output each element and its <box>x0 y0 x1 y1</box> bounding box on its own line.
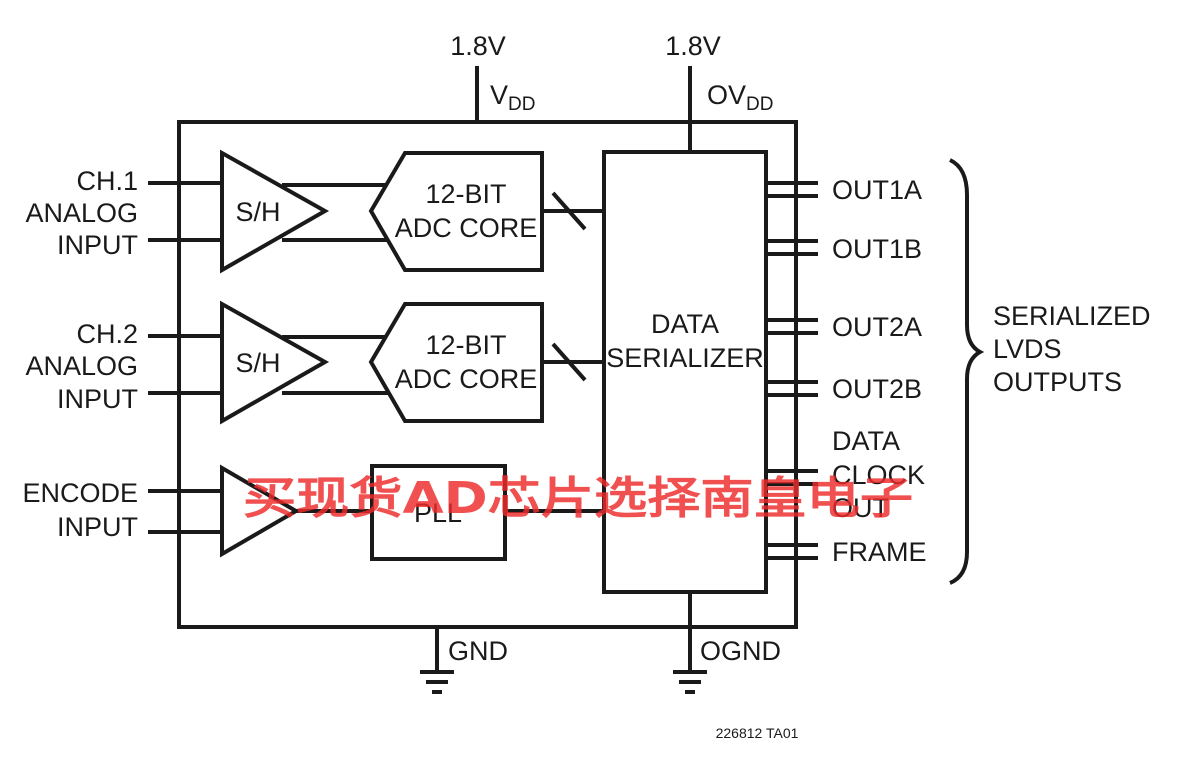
serializer-label-line1: DATA <box>651 309 719 339</box>
ch1-sample-hold-amplifier <box>220 149 330 274</box>
out2a-pin <box>766 318 818 335</box>
ch2-sh-label: S/H <box>235 348 280 378</box>
bracket-label-line3: OUTPUTS <box>993 367 1122 397</box>
ch1-adc-label-line1: 12-BIT <box>425 179 506 209</box>
bracket-label-line2: LVDS <box>993 334 1062 364</box>
watermark-text: 买现货AD芯片选择南皇电子 <box>243 473 913 524</box>
ch2-adc-label-line2: ADC CORE <box>395 364 538 394</box>
out2a-label: OUT2A <box>832 312 922 342</box>
ch1-label-line2: ANALOG <box>25 198 138 228</box>
encode-buffer-amplifier <box>220 464 300 558</box>
out1a-label: OUT1A <box>832 175 922 205</box>
vdd-voltage-label: 1.8V <box>450 31 506 61</box>
serializer-label-line2: SERIALIZER <box>606 343 764 373</box>
out1a-pin <box>766 181 818 198</box>
ch2-label-line3: INPUT <box>57 384 138 414</box>
ch2-sample-hold-amplifier <box>220 300 330 425</box>
chip-outline <box>177 120 798 629</box>
bracket-label-line1: SERIALIZED <box>993 301 1151 331</box>
ovdd-voltage-label: 1.8V <box>665 31 721 61</box>
data-serializer-block <box>602 150 768 594</box>
dataclock-pin <box>766 469 818 486</box>
figure-id: 226812 TA01 <box>716 725 799 741</box>
gnd-ground-symbol <box>420 670 454 694</box>
ch1-sh-label: S/H <box>235 197 280 227</box>
ch2-adc-label-line1: 12-BIT <box>425 330 506 360</box>
ch1-label-line1: CH.1 <box>76 166 138 196</box>
outputs-brace <box>949 158 985 585</box>
encode-label-line1: ENCODE <box>22 478 138 508</box>
out1b-label: OUT1B <box>832 234 922 264</box>
dataclock-label-line2: CLOCK <box>832 460 925 490</box>
gnd-label: GND <box>448 636 508 666</box>
dataclock-label-line3: OUT <box>832 493 889 523</box>
out1b-pin <box>766 239 818 256</box>
ognd-ground-symbol <box>673 670 707 694</box>
vdd-label: VDD <box>490 80 535 115</box>
out2b-pin <box>766 380 818 397</box>
ch1-label-line3: INPUT <box>57 230 138 260</box>
frame-pin <box>766 543 818 560</box>
dataclock-label-line1: DATA <box>832 426 900 456</box>
ch2-label-line2: ANALOG <box>25 351 138 381</box>
ognd-label: OGND <box>700 636 781 666</box>
encode-label-line2: INPUT <box>57 512 138 542</box>
out2b-label: OUT2B <box>832 374 922 404</box>
pll-block <box>370 464 507 561</box>
ovdd-label: OVDD <box>707 80 773 115</box>
ch2-label-line1: CH.2 <box>76 319 138 349</box>
frame-label: FRAME <box>832 537 927 567</box>
ch1-adc-label-line2: ADC CORE <box>395 213 538 243</box>
ch2-adc-core <box>368 302 544 423</box>
ch2-bus-slash <box>551 342 587 382</box>
pll-label: PLL <box>414 498 462 528</box>
ch1-adc-core <box>368 151 544 272</box>
ch1-bus-slash <box>551 191 587 231</box>
